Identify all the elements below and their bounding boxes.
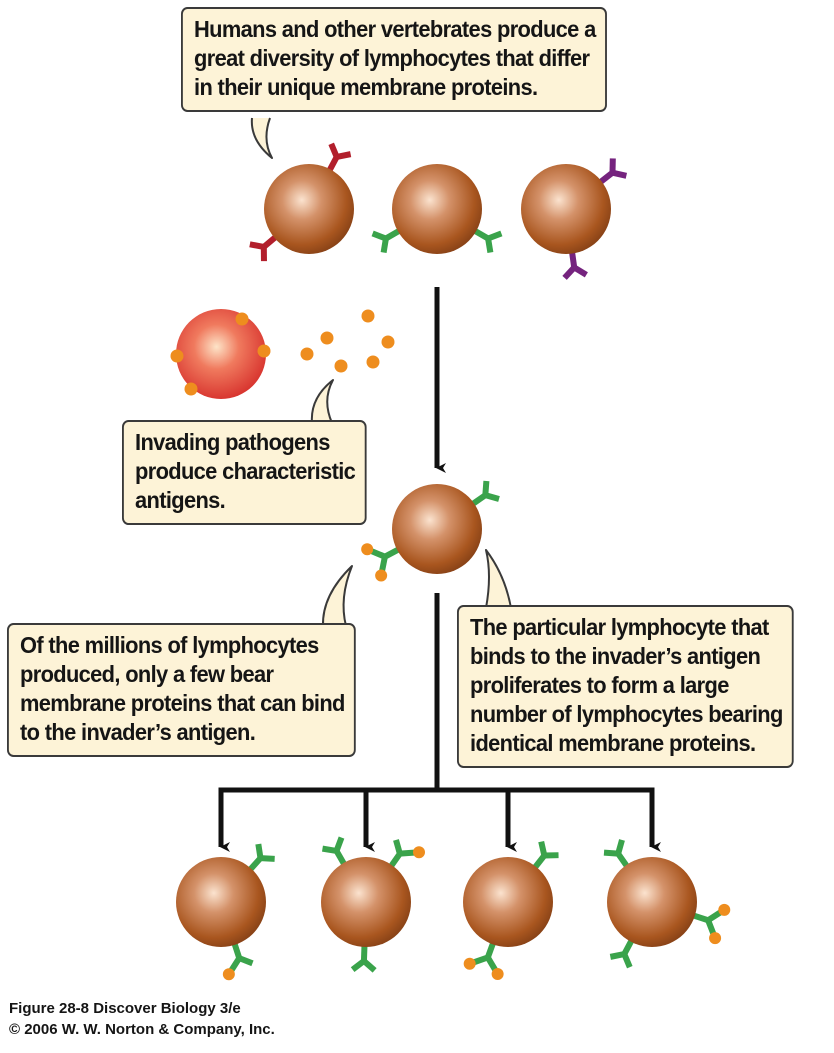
receptor-arm — [612, 173, 626, 176]
selection-text-line-2: produced, only a few bear — [20, 660, 345, 689]
receptor-arm — [488, 957, 495, 969]
receptor-arm — [372, 551, 385, 556]
bound-antigen — [718, 904, 730, 916]
lymphocyte-body — [607, 857, 697, 947]
receptor-arm — [260, 858, 274, 859]
receptor-arm — [485, 495, 499, 499]
figure-caption: Figure 28-8 Discover Biology 3/e © 2006 … — [9, 998, 275, 1040]
surface-antigen — [185, 383, 198, 396]
diversity-text-line-2: great diversity of lymphocytes that diff… — [194, 44, 596, 73]
proliferation-callout-tail — [486, 550, 511, 608]
membrane-receptor — [388, 840, 425, 870]
receptor-arm — [485, 481, 486, 495]
free-antigen — [321, 332, 334, 345]
proliferation-text-line-4: number of lymphocytes bearing — [470, 700, 783, 729]
lymphocyte — [176, 844, 275, 980]
lymphocyte — [373, 164, 502, 254]
receptor-arm — [708, 920, 713, 933]
lymphocyte-body — [176, 857, 266, 947]
figure-caption-title: Figure 28-8 Discover Biology 3/e — [9, 998, 275, 1019]
receptor-arm — [604, 853, 618, 854]
diversity-text-line-1: Humans and other vertebrates produce a — [194, 15, 596, 44]
bound-antigen — [375, 570, 387, 582]
bound-antigen — [413, 846, 425, 858]
free-antigen — [367, 356, 380, 369]
diversity-callout: Humans and other vertebrates produce a g… — [181, 7, 607, 112]
proliferation-text-line-3: proliferates to form a large — [470, 671, 783, 700]
receptor-arm — [232, 958, 240, 970]
membrane-receptor — [361, 543, 402, 581]
selection-callout-tail — [323, 566, 352, 626]
surface-antigen — [258, 345, 271, 358]
selection-text-line-1: Of the millions of lymphocytes — [20, 631, 345, 660]
receptor-arm — [337, 838, 342, 851]
lymphocyte — [321, 838, 425, 971]
lymphocyte — [250, 144, 354, 261]
receptor-arm — [618, 840, 622, 854]
proliferation-text-line-5: identical membrane proteins. — [470, 729, 783, 758]
proliferation-text-line-1: The particular lymphocyte that — [470, 613, 783, 642]
lymphocyte — [361, 481, 499, 582]
proliferation-callout: The particular lymphocyte that binds to … — [457, 605, 794, 768]
receptor-arm — [488, 233, 501, 238]
lymphocyte-body — [264, 164, 354, 254]
pathogens-callout: Invading pathogens produce characteristi… — [122, 420, 366, 525]
bound-antigen — [709, 932, 721, 944]
lymphocyte-body — [463, 857, 553, 947]
receptor-arm — [322, 849, 336, 851]
pathogen — [171, 309, 271, 399]
lymphocyte — [604, 840, 730, 967]
free-antigen — [362, 310, 375, 323]
receptor-arm — [565, 267, 575, 277]
bound-antigen — [464, 958, 476, 970]
bound-antigen — [361, 543, 373, 555]
surface-antigen — [171, 350, 184, 363]
pathogens-text-line-2: produce characteristic — [135, 457, 355, 486]
receptor-arm — [574, 267, 586, 274]
free-antigen — [301, 348, 314, 361]
lymphocyte-body — [392, 484, 482, 574]
receptor-arm — [239, 958, 252, 963]
pathogens-callout-tail — [312, 380, 333, 423]
surface-antigen — [236, 313, 249, 326]
receptor-arm — [384, 239, 386, 253]
free-antigen — [382, 336, 395, 349]
diversity-text-line-3: in their unique membrane proteins. — [194, 73, 596, 102]
lymphocyte-body — [321, 857, 411, 947]
figure-caption-copyright: © 2006 W. W. Norton & Company, Inc. — [9, 1019, 275, 1040]
lymphocyte-cells — [171, 144, 731, 980]
lymphocyte — [463, 842, 559, 980]
receptor-arm — [708, 913, 720, 921]
selection-text-line-3: membrane proteins that can bind — [20, 689, 345, 718]
pathogens-text-line-1: Invading pathogens — [135, 428, 355, 457]
receptor-arm — [382, 557, 385, 571]
selection-text-line-4: to the invader’s antigen. — [20, 718, 345, 747]
receptor-arm — [396, 840, 400, 854]
receptor-arm — [364, 961, 375, 970]
lymphocyte — [521, 158, 626, 277]
proliferation-text-line-2: binds to the invader’s antigen — [470, 642, 783, 671]
receptor-arm — [250, 244, 264, 247]
receptor-arm — [258, 844, 260, 858]
pathogens-text-line-3: antigens. — [135, 486, 355, 515]
receptor-arm — [331, 144, 336, 157]
bound-antigen — [223, 968, 235, 980]
receptor-arm — [624, 954, 629, 967]
diversity-callout-tail — [252, 118, 272, 158]
receptor-arm — [373, 233, 386, 238]
receptor-arm — [353, 961, 364, 970]
free-antigen — [335, 360, 348, 373]
lymphocyte-body — [521, 164, 611, 254]
receptor-arm — [541, 842, 544, 856]
selection-callout: Of the millions of lymphocytes produced,… — [7, 623, 356, 757]
bound-antigen — [492, 968, 504, 980]
lymphocyte-body — [392, 164, 482, 254]
